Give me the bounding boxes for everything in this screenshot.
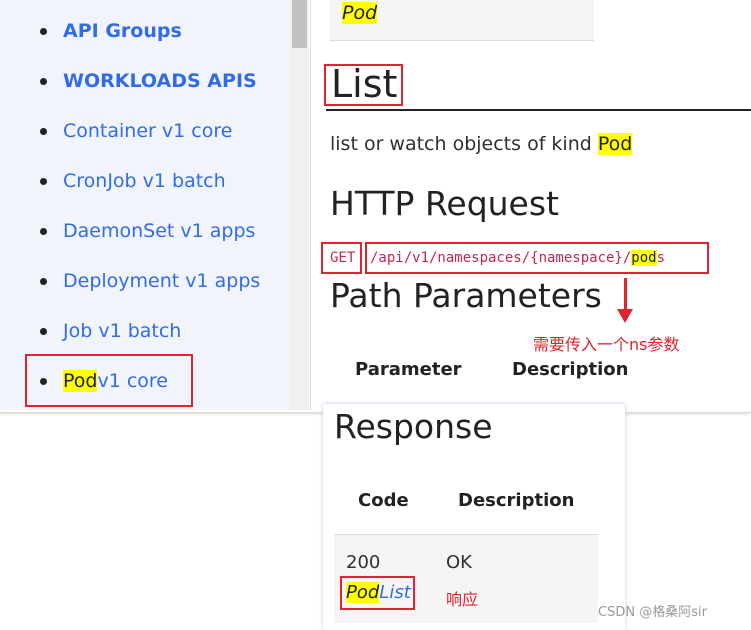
request-method: GET: [330, 250, 356, 266]
request-path: /api/v1/namespaces/{namespace}/pods: [370, 250, 666, 266]
bullet-icon: [40, 27, 47, 35]
bullet-icon: [40, 227, 47, 235]
http-request-heading: HTTP Request: [330, 184, 559, 223]
sidebar-item-label: DaemonSet v1 apps: [63, 220, 256, 242]
sidebar-item-workloads-apis[interactable]: WORKLOADS APIS: [40, 66, 257, 96]
arrow-down-icon: [624, 278, 627, 310]
watermark: CSDN @格桑阿sir: [598, 605, 707, 620]
sidebar-scrollbar[interactable]: [290, 0, 309, 410]
path-parameters-heading: Path Parameters: [330, 276, 602, 315]
sidebar-item-label: Job v1 batch: [63, 320, 182, 342]
bullet-icon: [40, 177, 47, 185]
highlight-box-path: [365, 242, 709, 274]
response-code: 200: [346, 552, 381, 573]
response-heading: Response: [334, 407, 493, 446]
sidebar-item-label-highlight: Pod: [63, 370, 98, 392]
sidebar-scroll-thumb[interactable]: [292, 0, 307, 48]
sidebar-item-pod[interactable]: Pod v1 core: [40, 366, 168, 396]
bullet-icon: [40, 327, 47, 335]
content-divider: [310, 0, 311, 410]
highlight-box-method: [321, 242, 362, 274]
sidebar-item-daemonset[interactable]: DaemonSet v1 apps: [40, 216, 255, 246]
sidebar-item-deployment[interactable]: Deployment v1 apps: [40, 266, 260, 296]
params-header-parameter: Parameter: [355, 359, 462, 380]
highlight-box-podlist: [340, 576, 415, 610]
response-description: OK: [446, 552, 472, 573]
sidebar: API Groups WORKLOADS APIS Container v1 c…: [0, 0, 290, 410]
sidebar-item-label: Container v1 core: [63, 120, 233, 142]
bullet-icon: [40, 377, 47, 385]
sidebar-item-label: CronJob v1 batch: [63, 170, 226, 192]
sidebar-item-label: API Groups: [63, 20, 182, 42]
list-heading: List: [331, 62, 398, 106]
sidebar-item-label: v1 core: [97, 370, 168, 392]
highlight-box-pod-nav: [25, 354, 193, 407]
bullet-icon: [40, 277, 47, 285]
sidebar-item-api-groups[interactable]: API Groups: [40, 16, 182, 46]
response-header-description: Description: [458, 490, 575, 511]
sidebar-item-label: WORKLOADS APIS: [63, 70, 257, 92]
docs-panel: API Groups WORKLOADS APIS Container v1 c…: [0, 0, 751, 413]
namespace-annotation: 需要传入一个ns参数: [533, 335, 680, 354]
response-header-code: Code: [358, 490, 409, 511]
sidebar-item-label: Deployment v1 apps: [63, 270, 261, 292]
heading-underline: [326, 109, 751, 111]
table-rule: [334, 534, 598, 535]
response-annotation: 响应: [446, 590, 479, 609]
sidebar-item-job[interactable]: Job v1 batch: [40, 316, 181, 346]
bullet-icon: [40, 127, 47, 135]
response-type-link[interactable]: PodList: [346, 582, 411, 603]
list-description: list or watch objects of kind Pod: [330, 133, 633, 155]
top-cell-kind: Pod: [342, 2, 378, 24]
bullet-icon: [40, 77, 47, 85]
sidebar-item-cronjob[interactable]: CronJob v1 batch: [40, 166, 226, 196]
highlight-box-list: [324, 64, 403, 106]
arrow-head-icon: [617, 309, 633, 323]
params-header-description: Description: [512, 359, 629, 380]
sidebar-item-container[interactable]: Container v1 core: [40, 116, 232, 146]
